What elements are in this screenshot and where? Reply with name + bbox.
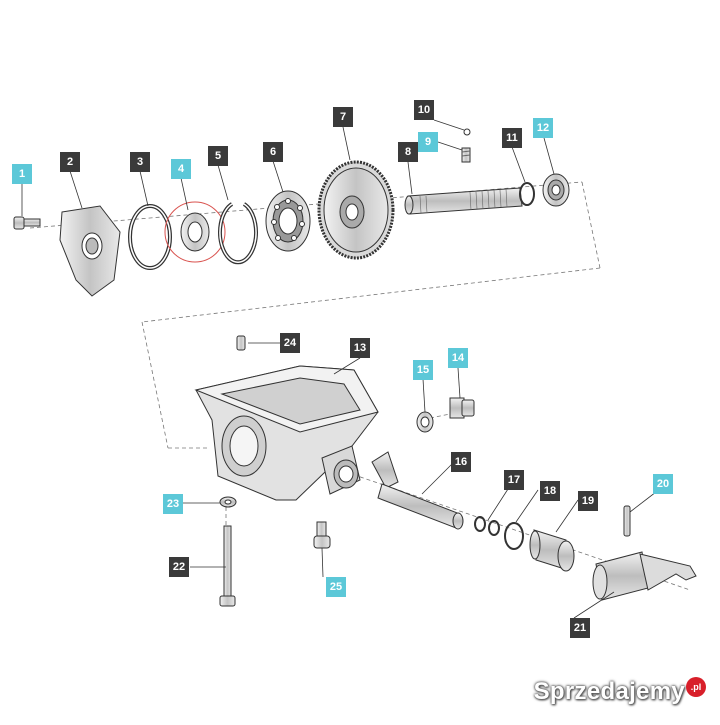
part-23-washer <box>219 496 237 508</box>
label-12: 12 <box>533 118 553 138</box>
part-3-o-ring <box>128 204 172 270</box>
label-8: 8 <box>398 142 418 162</box>
label-20: 20 <box>653 474 673 494</box>
part-24-dowel-pin <box>236 335 246 351</box>
label-4: 4 <box>171 159 191 179</box>
watermark: Sprzedajemy .pl <box>533 677 706 706</box>
part-18-ring <box>504 522 524 550</box>
watermark-domain-badge: .pl <box>686 677 706 697</box>
part-17-o-rings <box>474 516 500 536</box>
part-15-washer <box>416 411 434 433</box>
label-7: 7 <box>333 107 353 127</box>
part-20-pin <box>623 505 631 537</box>
label-9: 9 <box>418 132 438 152</box>
watermark-text: Sprzedajemy <box>533 678 685 705</box>
part-5-circlip <box>218 202 258 265</box>
label-24: 24 <box>280 333 300 353</box>
leader-lines <box>21 119 657 619</box>
part-8-shaft <box>404 187 523 215</box>
label-22: 22 <box>169 557 189 577</box>
label-5: 5 <box>208 146 228 166</box>
part-6-bearing <box>265 190 311 252</box>
part-4-seal <box>164 201 226 263</box>
part-21-lever <box>592 551 697 601</box>
label-1: 1 <box>12 164 32 184</box>
label-6: 6 <box>263 142 283 162</box>
label-3: 3 <box>130 152 150 172</box>
label-2: 2 <box>60 152 80 172</box>
part-25-bolt <box>313 521 331 549</box>
part-16-lever-shaft <box>371 451 464 530</box>
part-10-ball <box>463 128 471 136</box>
part-1-bolt <box>13 216 41 230</box>
label-21: 21 <box>570 618 590 638</box>
part-7-gear <box>317 160 395 260</box>
part-2-cover-plate <box>59 205 121 297</box>
label-18: 18 <box>540 481 560 501</box>
part-12-bearing <box>542 173 570 207</box>
label-25: 25 <box>326 577 346 597</box>
label-11: 11 <box>502 128 522 148</box>
label-15: 15 <box>413 360 433 380</box>
label-14: 14 <box>448 348 468 368</box>
part-19-bushing <box>529 529 575 572</box>
part-14-plug <box>449 397 475 419</box>
part-11-circlip <box>519 182 535 206</box>
part-9-spring <box>461 147 471 163</box>
part-13-housing <box>194 365 379 501</box>
label-19: 19 <box>578 491 598 511</box>
label-13: 13 <box>350 338 370 358</box>
label-23: 23 <box>163 494 183 514</box>
label-10: 10 <box>414 100 434 120</box>
label-17: 17 <box>504 470 524 490</box>
part-22-long-bolt <box>219 525 236 607</box>
label-16: 16 <box>451 452 471 472</box>
